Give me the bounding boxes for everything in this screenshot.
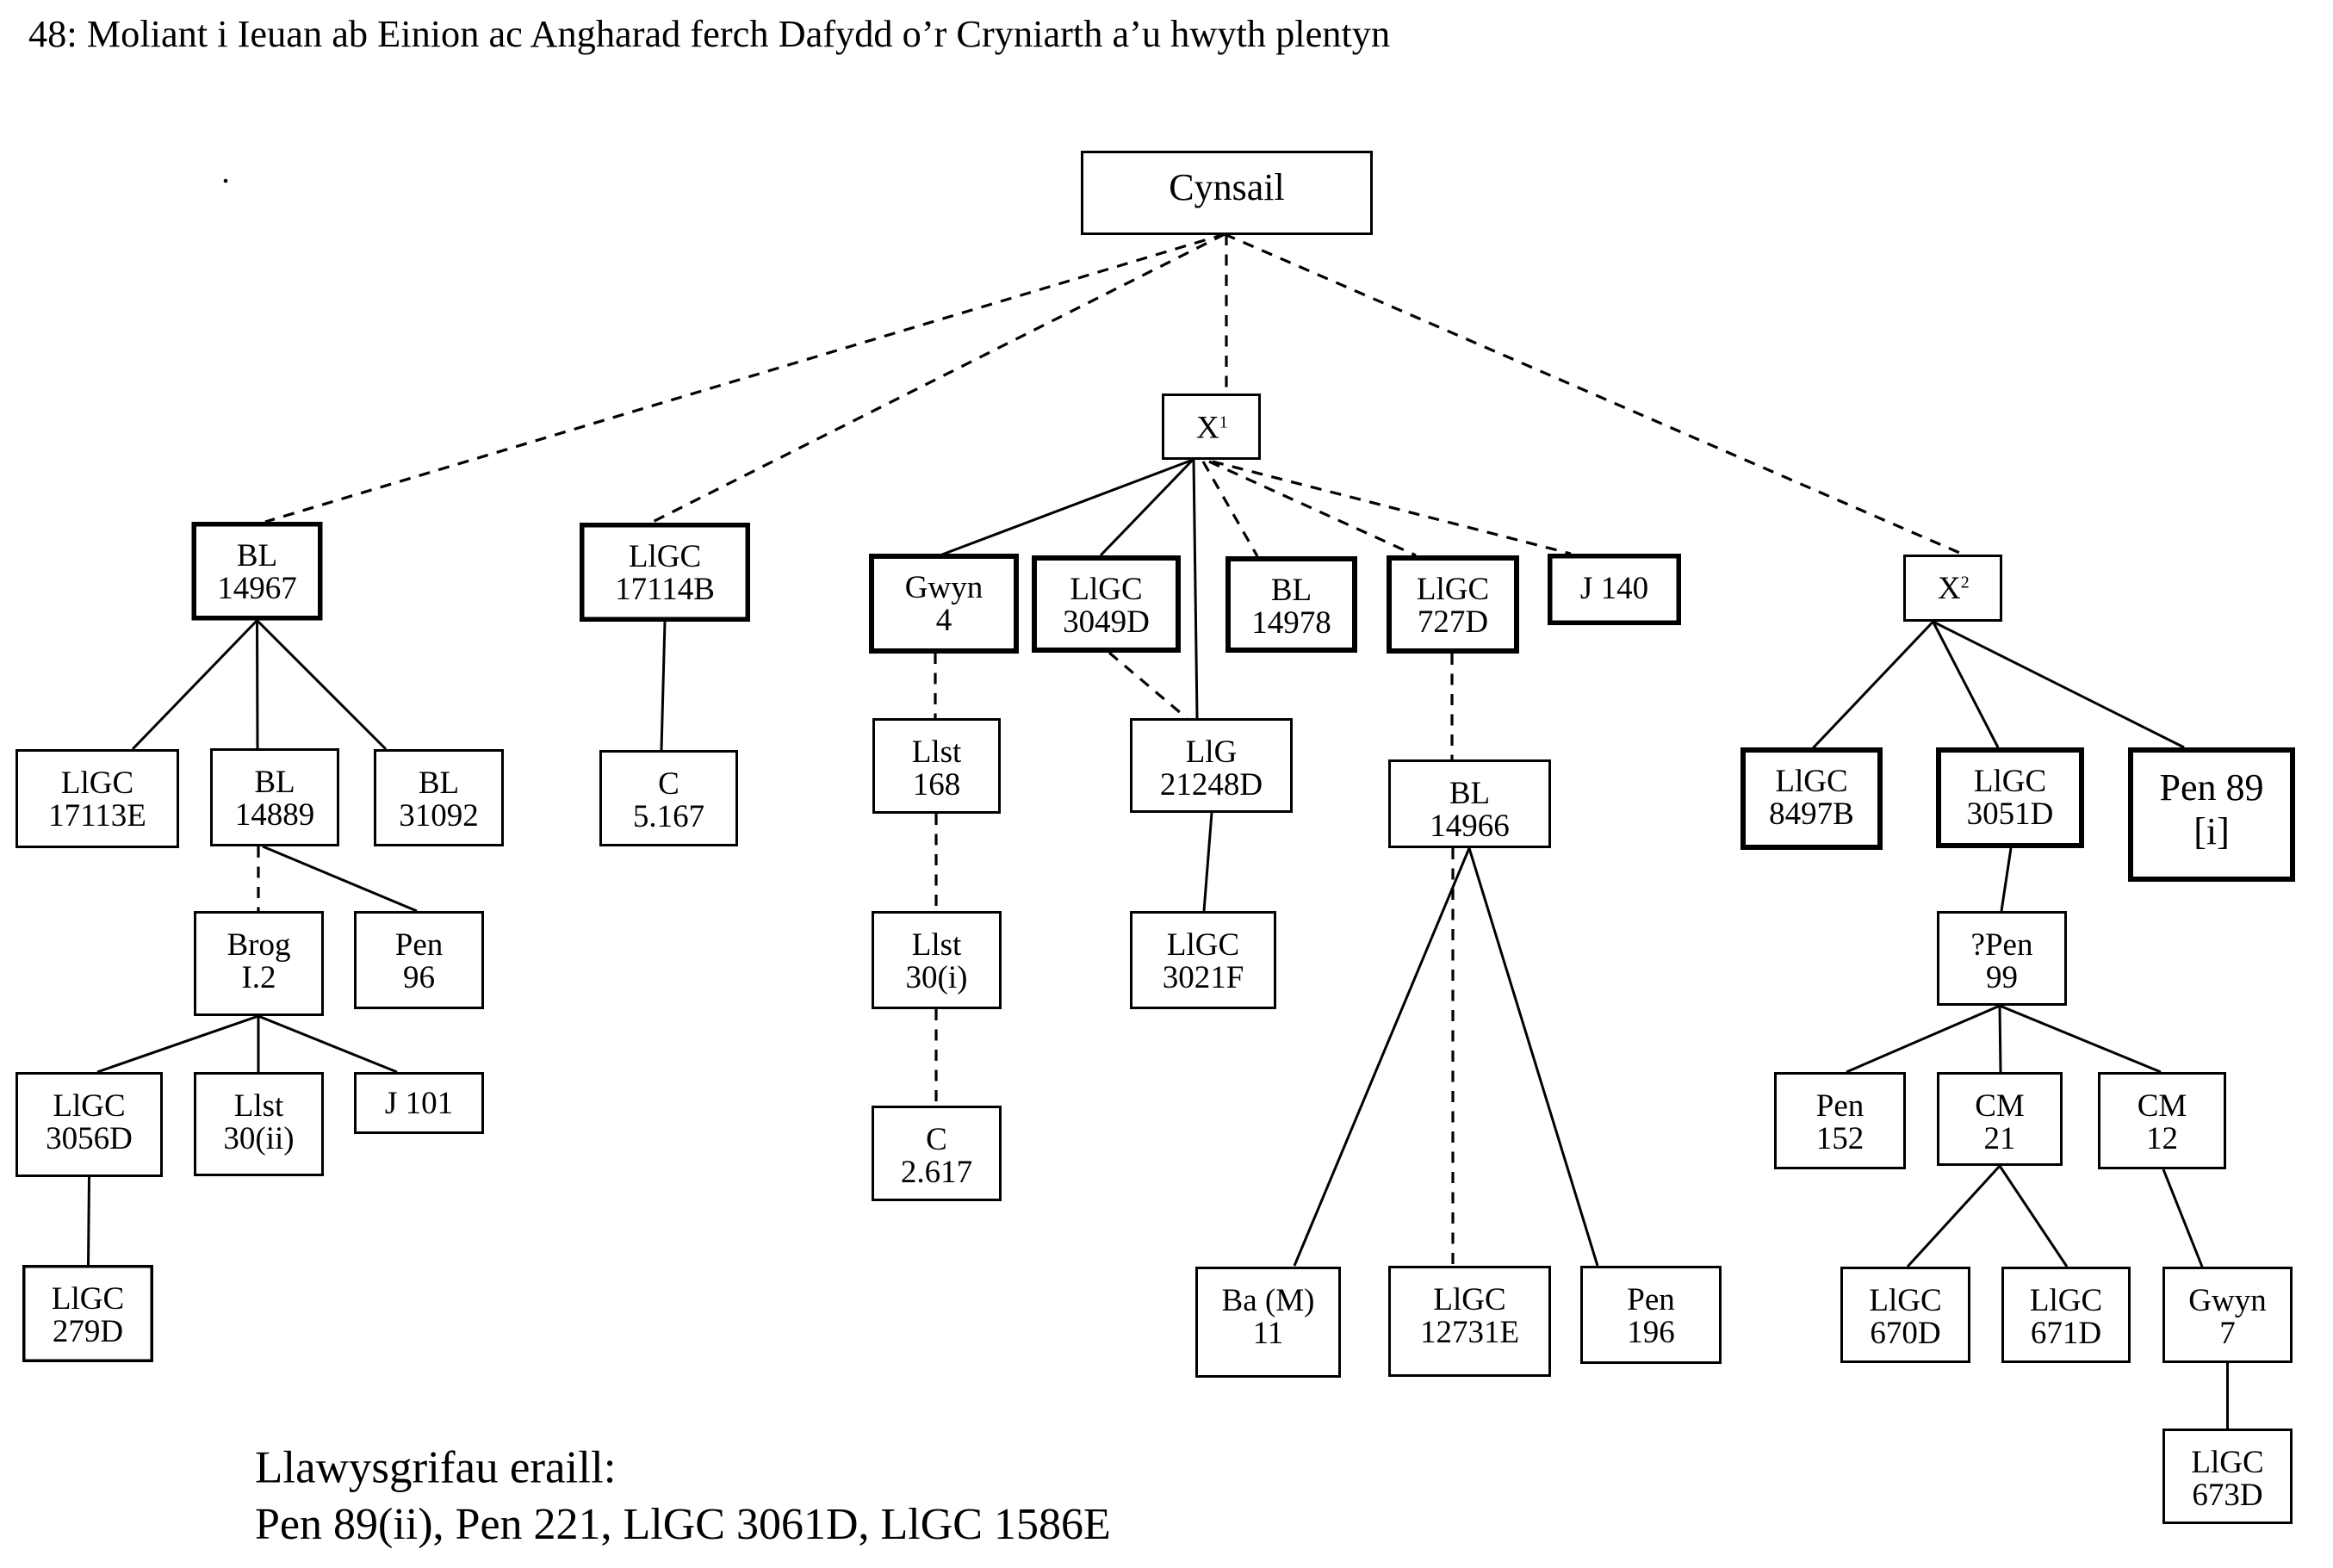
svg-text:3021F: 3021F (1163, 960, 1244, 995)
svg-text:14967: 14967 (217, 571, 297, 606)
svg-text:CM: CM (2138, 1088, 2187, 1124)
svg-text:Llst: Llst (234, 1088, 284, 1124)
svg-text:LlGC: LlGC (2030, 1283, 2102, 1318)
svg-text:LlG: LlG (1186, 734, 1238, 770)
svg-text:8497B: 8497B (1769, 796, 1854, 832)
svg-text:LlGC: LlGC (629, 539, 701, 574)
svg-text:Gwyn: Gwyn (2188, 1283, 2266, 1318)
svg-text:Ba (M): Ba (M) (1222, 1283, 1315, 1318)
svg-text:11: 11 (1253, 1316, 1284, 1351)
svg-text:LlGC: LlGC (2191, 1445, 2263, 1480)
svg-text:LlGC: LlGC (1974, 764, 2046, 799)
svg-text:727D: 727D (1418, 604, 1488, 640)
svg-text:LlGC: LlGC (1869, 1283, 1941, 1318)
svg-text:LlGC: LlGC (52, 1281, 124, 1317)
svg-text:12: 12 (2146, 1121, 2178, 1156)
svg-text:5.167: 5.167 (633, 799, 704, 834)
svg-text:4: 4 (936, 603, 952, 638)
svg-text:BL: BL (419, 765, 459, 801)
svg-text:31092: 31092 (399, 798, 479, 834)
svg-text:671D: 671D (2031, 1316, 2101, 1351)
svg-text:48: Moliant i Ieuan ab Einion: 48: Moliant i Ieuan ab Einion ac Anghara… (28, 12, 1390, 55)
svg-text:Pen: Pen (1816, 1088, 1865, 1124)
svg-text:?Pen: ?Pen (1971, 927, 2033, 963)
svg-text:Gwyn: Gwyn (905, 570, 983, 605)
svg-text:7: 7 (2219, 1316, 2236, 1351)
svg-text:670D: 670D (1870, 1316, 1940, 1351)
svg-text:Llawysgrifau eraill:: Llawysgrifau eraill: (255, 1443, 616, 1493)
svg-text:279D: 279D (53, 1314, 123, 1349)
svg-text:BL: BL (254, 765, 295, 800)
svg-text:Pen: Pen (395, 927, 444, 963)
svg-text:Llst: Llst (912, 734, 962, 770)
svg-text:17114B: 17114B (615, 572, 715, 607)
svg-text:12731E: 12731E (1420, 1315, 1519, 1350)
svg-text:2.617: 2.617 (901, 1155, 972, 1190)
svg-text:673D: 673D (2192, 1478, 2262, 1513)
svg-text:96: 96 (403, 960, 435, 995)
svg-text:C: C (658, 766, 679, 802)
svg-text:14978: 14978 (1251, 605, 1331, 641)
svg-text:Cynsail: Cynsail (1169, 166, 1284, 208)
svg-text:J 140: J 140 (1580, 571, 1648, 606)
svg-text:I.2: I.2 (241, 960, 276, 995)
svg-text:J 101: J 101 (385, 1086, 453, 1121)
svg-text:LlGC: LlGC (1070, 572, 1142, 607)
svg-text:99: 99 (1986, 960, 2018, 995)
svg-text:3056D: 3056D (46, 1121, 133, 1156)
svg-text:Pen 89: Pen 89 (2160, 766, 2264, 809)
svg-text:Brog: Brog (227, 927, 291, 963)
svg-text:BL: BL (1271, 573, 1312, 608)
svg-text:14889: 14889 (235, 797, 315, 833)
svg-text:152: 152 (1816, 1121, 1865, 1156)
svg-text:LlGC: LlGC (1167, 927, 1239, 963)
svg-text:17113E: 17113E (48, 798, 146, 834)
svg-text:196: 196 (1627, 1315, 1675, 1350)
svg-text:LlGC: LlGC (1775, 764, 1847, 799)
svg-text:LlGC: LlGC (61, 765, 133, 801)
svg-text:[i]: [i] (2193, 810, 2230, 852)
svg-text:CM: CM (1975, 1088, 2025, 1124)
svg-text:3049D: 3049D (1063, 604, 1150, 640)
svg-text:14966: 14966 (1430, 809, 1510, 844)
svg-text:3051D: 3051D (1967, 796, 2054, 832)
svg-text:LlGC: LlGC (1433, 1282, 1505, 1317)
svg-text:21: 21 (1984, 1121, 2016, 1156)
svg-text:BL: BL (1449, 776, 1490, 811)
svg-text:Pen 89(ii), Pen 221, LlGC 3061: Pen 89(ii), Pen 221, LlGC 3061D, LlGC 15… (255, 1500, 1111, 1549)
svg-text:C: C (926, 1122, 947, 1157)
svg-text:Pen: Pen (1627, 1282, 1675, 1317)
svg-text:30(i): 30(i) (906, 960, 968, 995)
svg-text:BL: BL (237, 538, 277, 573)
svg-text:168: 168 (913, 767, 961, 803)
svg-text:LlGC: LlGC (53, 1088, 125, 1124)
svg-text:30(ii): 30(ii) (223, 1121, 294, 1156)
svg-text:Llst: Llst (912, 927, 962, 963)
svg-text:21248D: 21248D (1160, 767, 1263, 803)
svg-text:LlGC: LlGC (1417, 572, 1489, 607)
